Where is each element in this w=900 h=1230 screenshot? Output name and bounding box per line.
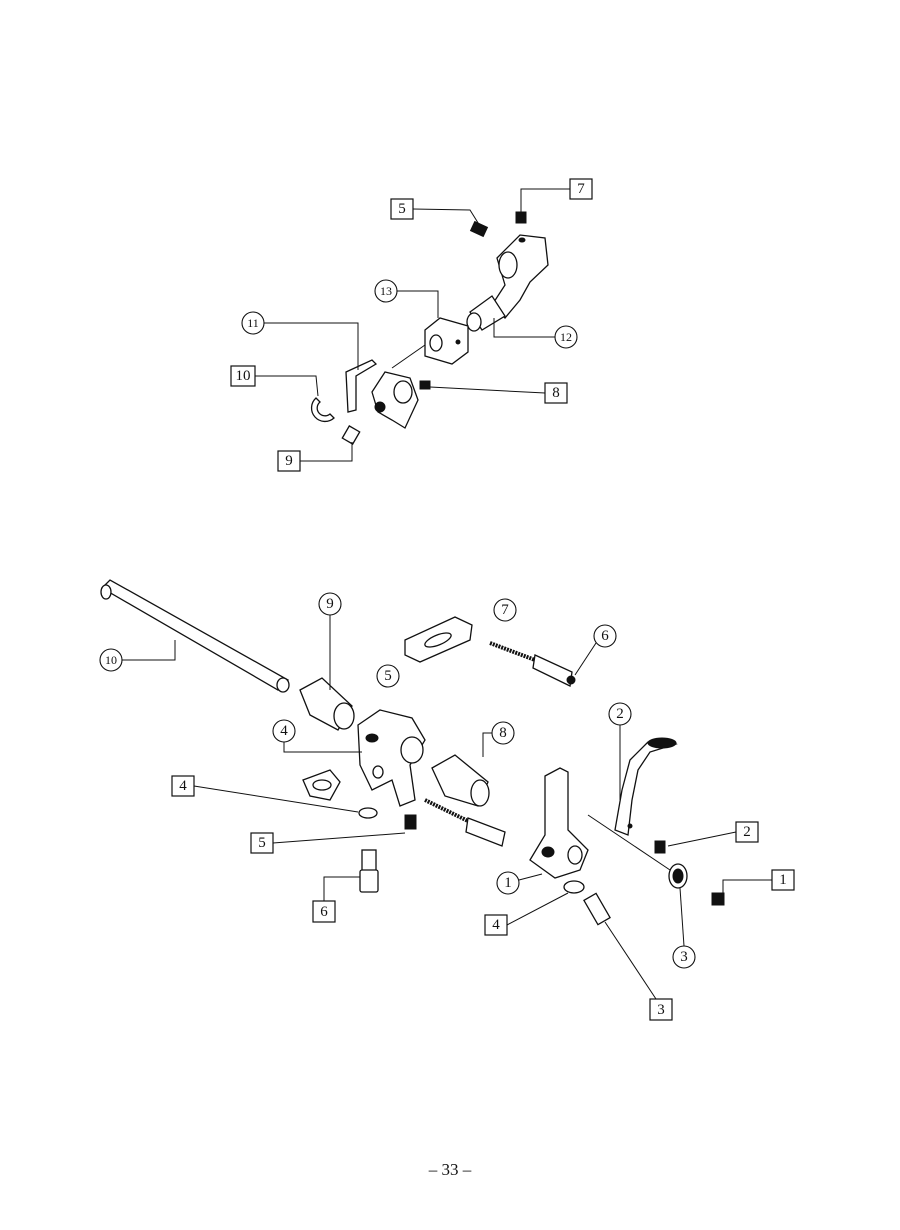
callout-circle: 2 [608,702,632,726]
lower-assembly-parts [100,579,725,926]
callout-circle: 5 [376,664,400,688]
callout-circle: 12 [554,325,578,349]
callout-label: 3 [657,1002,665,1018]
upper-callouts: 5 7 13 11 12 10 8 9 [230,178,593,472]
callout-circle: 10 [99,648,123,672]
callout-box: 5 [250,832,274,854]
lower-callouts: 10 9 7 5 6 4 8 2 4 5 6 2 1 1 3 4 3 [99,592,795,1021]
callout-label: 5 [384,668,392,684]
callout-label: 1 [779,872,787,888]
callout-label: 8 [499,725,507,741]
callout-circle: 1 [496,871,520,895]
leader-lines [122,188,772,1000]
callout-label: 5 [258,835,266,851]
callout-box: 8 [544,382,568,404]
callout-box: 1 [771,869,795,891]
callout-label: 3 [680,949,688,965]
callout-box: 4 [484,914,508,936]
callout-circle: 7 [493,598,517,622]
callout-label: 4 [280,723,288,739]
callout-label: 1 [504,875,512,891]
callout-circle: 6 [593,624,617,648]
callout-box: 10 [230,365,256,387]
callout-label: 4 [492,917,500,933]
callout-circle: 3 [672,945,696,969]
callout-label: 7 [577,181,585,197]
callout-label: 9 [326,596,334,612]
callout-box: 5 [390,198,414,220]
callout-circle: 13 [374,279,398,303]
callout-label: 6 [601,628,609,644]
callout-circle: 4 [272,719,296,743]
callout-label: 12 [560,330,572,344]
callout-label: 10 [236,368,251,384]
callout-label: 5 [398,201,406,217]
callout-box: 9 [277,450,301,472]
callout-label: 2 [743,824,751,840]
callout-label: 10 [105,653,117,667]
callout-label: 9 [285,453,293,469]
callout-box: 3 [649,998,673,1021]
callout-label: 13 [380,284,392,298]
callout-label: 4 [179,778,187,794]
callout-circle: 8 [491,721,515,745]
callout-box: 4 [171,775,195,797]
callout-circle: 9 [318,592,342,616]
callout-label: 6 [320,904,328,920]
upper-assembly-parts [310,211,549,445]
callout-label: 8 [552,385,560,401]
callout-label: 7 [501,602,509,618]
callout-label: 2 [616,706,624,722]
page-number: – 33 – [428,1160,472,1179]
callout-label: 11 [247,316,259,330]
callout-circle: 11 [241,311,265,335]
callout-box: 2 [735,821,759,843]
callout-box: 7 [569,178,593,200]
callout-box: 6 [312,900,336,923]
